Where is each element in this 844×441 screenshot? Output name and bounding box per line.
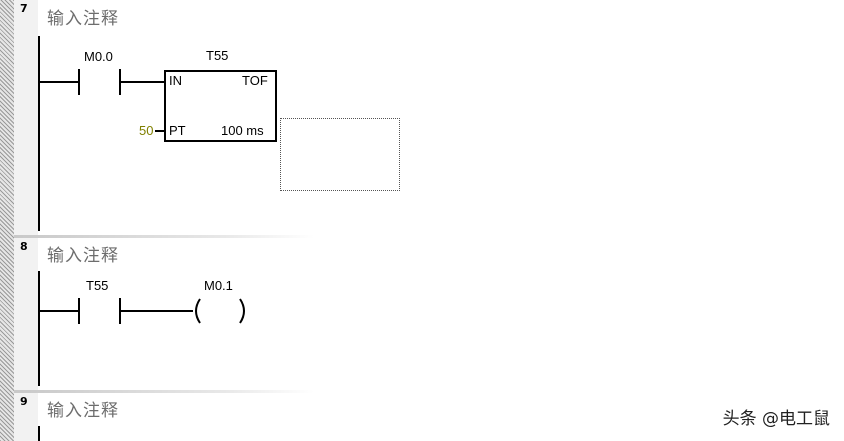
watermark: 头条 @电工鼠 (722, 409, 830, 429)
rung-wire (38, 81, 80, 83)
network-separator (14, 390, 314, 393)
network-number: 7 (20, 2, 28, 15)
network-7[interactable]: 7 输入注释 M0.0 T55 IN TOF 50 PT 100 ms (14, 0, 844, 235)
network-8[interactable]: 8 输入注释 T55 M0.1 (14, 235, 844, 390)
rung-wire (119, 310, 193, 312)
network-header (14, 0, 38, 235)
pt-wire (155, 130, 165, 132)
network-comment[interactable]: 输入注释 (47, 246, 119, 266)
network-9[interactable]: 9 输入注释 (14, 390, 844, 441)
contact-left-bar[interactable] (78, 69, 80, 95)
network-header (14, 393, 38, 441)
network-comment[interactable]: 输入注释 (47, 9, 119, 29)
power-rail (38, 271, 40, 386)
coil-left-paren-icon[interactable] (190, 298, 202, 324)
coil-label: M0.1 (204, 278, 233, 293)
network-number: 9 (20, 395, 28, 408)
rung-wire (38, 310, 80, 312)
power-rail (38, 426, 40, 441)
coil-right-paren-icon[interactable] (238, 298, 250, 324)
timer-type: TOF (242, 73, 268, 88)
contact-label: M0.0 (84, 49, 113, 64)
timer-in-label: IN (169, 73, 182, 88)
contact-label: T55 (86, 278, 109, 293)
timer-resolution: 100 ms (221, 123, 264, 138)
network-separator (14, 235, 314, 238)
network-number: 8 (20, 240, 28, 253)
output-placeholder-box[interactable] (280, 118, 400, 191)
timer-block[interactable] (164, 70, 277, 142)
network-header (14, 238, 38, 390)
network-comment[interactable]: 输入注释 (47, 401, 119, 421)
left-gutter (0, 0, 15, 441)
rung-wire (119, 81, 165, 83)
timer-name: T55 (206, 48, 229, 63)
timer-pt-value[interactable]: 50 (139, 123, 154, 138)
timer-pt-label: PT (169, 123, 186, 138)
contact-left-bar[interactable] (78, 298, 80, 324)
power-rail (38, 36, 40, 231)
